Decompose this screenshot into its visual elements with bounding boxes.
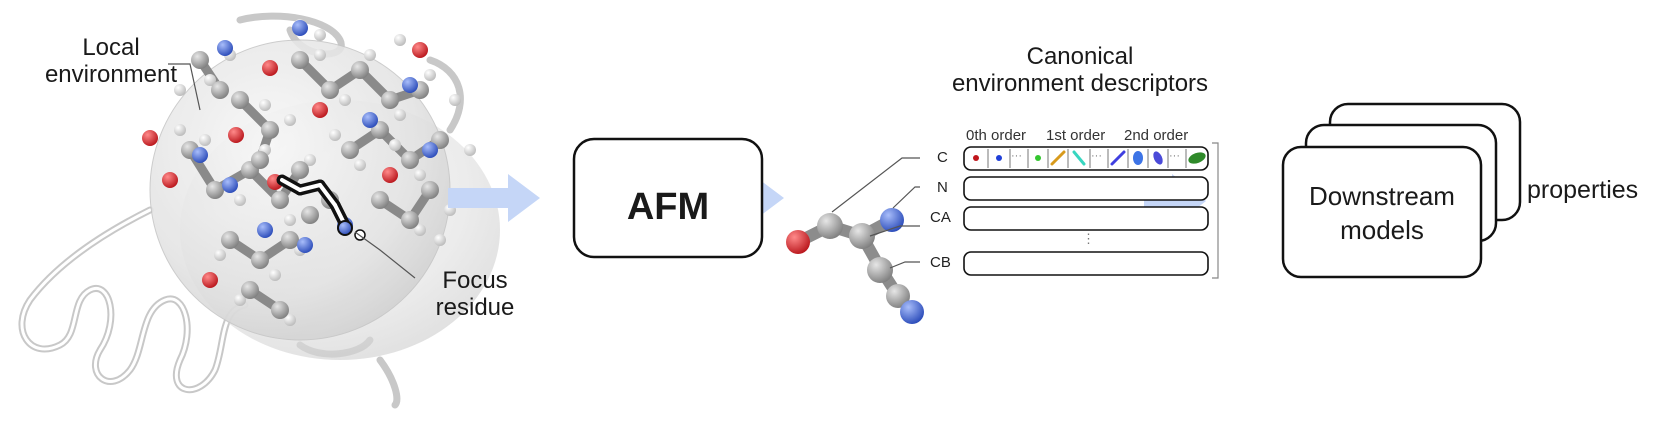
model-card-front — [1281, 145, 1483, 279]
descriptor-table — [963, 142, 1219, 279]
arrow-descriptors-to-models — [1144, 174, 1206, 228]
descriptor-cell-dividers — [987, 149, 1187, 168]
local-environment-label: Local environment — [22, 34, 200, 89]
glyph-1st-3 — [1110, 150, 1126, 166]
canonical-descriptors-title: Canonical environment descriptors — [900, 43, 1260, 98]
glyph-2nd-1 — [1133, 151, 1143, 165]
backbone-ribbon-inner — [20, 208, 247, 392]
focus-residue-line2: residue — [435, 293, 515, 321]
properties-label: properties — [1527, 176, 1639, 204]
residue-molecule — [786, 157, 924, 324]
downstream-models-label: Downstream models — [1283, 180, 1481, 248]
descriptor-row-c — [963, 146, 1209, 171]
protein-structure-illustration — [18, 12, 500, 409]
local-environment-line2: environment — [44, 60, 178, 88]
afm-label: AFM — [626, 186, 710, 228]
atom-c — [817, 213, 843, 239]
downstream-line1: Downstream — [1309, 181, 1455, 211]
row-label-n: N — [937, 179, 948, 196]
descriptor-row-cb — [963, 251, 1209, 276]
atom-n — [880, 208, 904, 232]
ellipsis-0th: ··· — [1011, 150, 1022, 162]
descriptor-glyphs — [973, 150, 1206, 166]
descriptor-row-ca — [963, 206, 1209, 231]
descriptor-row-n — [963, 176, 1209, 201]
glyph-0th-2 — [996, 155, 1002, 161]
glyph-2nd-2 — [1153, 151, 1163, 165]
afm-box — [572, 137, 764, 259]
downstream-models-stack — [1281, 102, 1522, 279]
rows-vertical-ellipsis: ⋮ — [1082, 231, 1095, 246]
glyph-0th-3 — [1035, 155, 1041, 161]
glyph-0th-1 — [973, 155, 979, 161]
ellipsis-2nd: ··· — [1169, 150, 1180, 162]
canonical-descriptors-line2: environment descriptors — [951, 69, 1209, 97]
glyph-2nd-3 — [1188, 152, 1206, 164]
row-label-cb: CB — [930, 254, 951, 271]
atom-cb — [867, 257, 893, 283]
order-2-label: 2nd order — [1124, 127, 1189, 144]
label-pointer-lines — [168, 63, 416, 279]
glyph-1st-1 — [1050, 150, 1066, 166]
focus-residue-line1: Focus — [442, 267, 508, 294]
order-1-label: 1st order — [1046, 127, 1106, 144]
atom-o — [786, 230, 810, 254]
row-label-ca: CA — [930, 209, 951, 226]
focus-residue-label: Focus residue — [410, 267, 540, 322]
order-0-label: 0th order — [966, 127, 1027, 144]
glyph-1st-2 — [1072, 150, 1086, 166]
local-environment-line1: Local — [82, 34, 140, 61]
atom-pointer-lines — [831, 157, 920, 269]
downstream-line2: models — [1340, 214, 1424, 245]
oxygen-atoms — [142, 42, 428, 288]
arrow-env-to-afm — [448, 174, 540, 222]
canonical-descriptors-line1: Canonical — [1026, 43, 1134, 70]
atom-ca — [849, 223, 875, 249]
descriptor-bracket — [1212, 142, 1219, 279]
ellipsis-1st: ··· — [1091, 150, 1102, 162]
row-label-c: C — [937, 149, 948, 166]
focus-residue — [276, 174, 366, 241]
atom-cg — [886, 284, 910, 308]
atom-nd — [900, 300, 924, 324]
carbon-atoms — [181, 51, 449, 319]
